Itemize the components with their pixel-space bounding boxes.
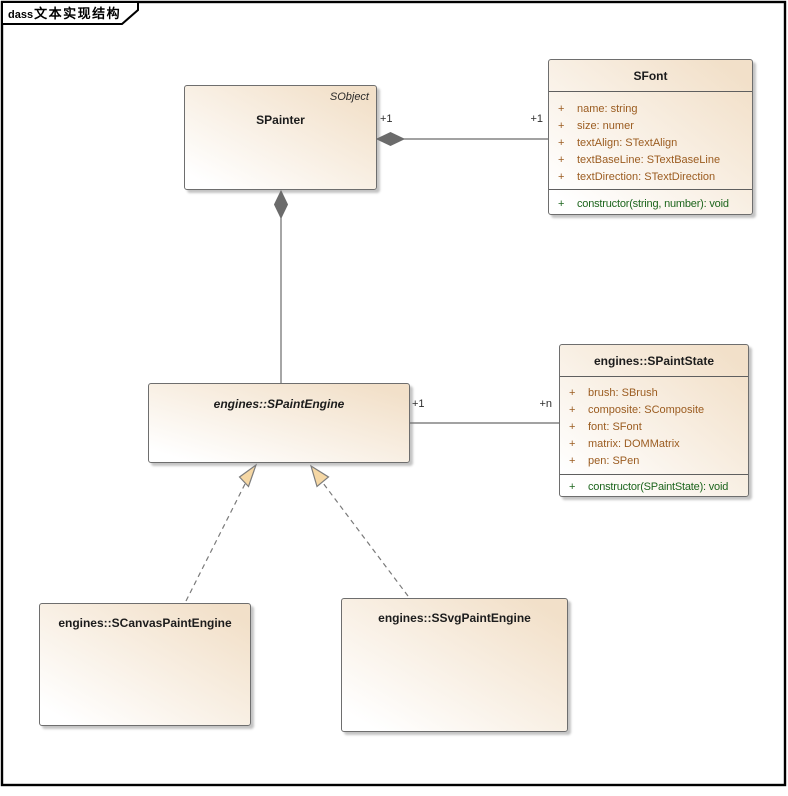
- attribute-text: name: string: [577, 102, 638, 115]
- attribute-row: + name: string: [549, 100, 752, 117]
- operation-text: constructor(SPaintState): void: [588, 480, 729, 493]
- class-name: engines::SPaintState: [593, 353, 715, 368]
- attribute-text: textDirection: STextDirection: [577, 170, 716, 183]
- attribute-text: matrix: DOMMatrix: [588, 437, 680, 450]
- visibility: +: [558, 170, 565, 183]
- realization-svg-engine-line: [322, 482, 409, 597]
- visibility: +: [569, 480, 576, 493]
- parent-class-annotation: SObject: [329, 91, 369, 103]
- generalization-triangle-icon: [309, 464, 330, 488]
- multiplicity-label: +n: [539, 398, 552, 410]
- attribute-row: + textDirection: STextDirection: [549, 168, 752, 185]
- frame-title-text: 文本实现结构: [34, 6, 122, 21]
- visibility: +: [569, 403, 576, 416]
- attribute-text: textAlign: STextAlign: [577, 136, 678, 149]
- frame-keyword: dass: [8, 9, 34, 21]
- attribute-row: + textAlign: STextAlign: [549, 134, 752, 151]
- class-box-spaintstate[interactable]: engines::SPaintState + brush: SBrush + c…: [559, 344, 749, 497]
- class-box-spainter[interactable]: SObject SPainter: [184, 85, 377, 190]
- class-name: engines::SPaintEngine: [213, 397, 345, 411]
- visibility: +: [558, 102, 565, 115]
- attribute-text: composite: SComposite: [588, 403, 705, 416]
- aggregation-diamond-icon: [273, 189, 289, 220]
- operations-compartment: + constructor(string, number): void: [549, 189, 752, 214]
- visibility: +: [569, 420, 576, 433]
- visibility: +: [569, 437, 576, 450]
- attribute-row: + textBaseLine: STextBaseLine: [549, 151, 752, 168]
- multiplicity-label: +1: [380, 113, 393, 125]
- visibility: +: [569, 454, 576, 467]
- visibility: +: [558, 153, 565, 166]
- operation-row: + constructor(SPaintState): void: [560, 478, 748, 495]
- class-name: engines::SCanvasPaintEngine: [58, 616, 232, 630]
- class-box-ssvgpaintengine[interactable]: engines::SSvgPaintEngine: [341, 598, 568, 732]
- attribute-row: + brush: SBrush: [560, 384, 748, 401]
- class-name: SPainter: [256, 113, 305, 127]
- attribute-text: size: numer: [577, 119, 634, 132]
- attributes-compartment: + name: string + size: numer + textAlign…: [549, 91, 752, 189]
- generalization-triangle-icon: [238, 463, 258, 488]
- attribute-row: + composite: SComposite: [560, 401, 748, 418]
- operation-row: + constructor(string, number): void: [549, 195, 752, 212]
- aggregation-diamond-icon: [375, 131, 406, 147]
- attribute-row: + size: numer: [549, 117, 752, 134]
- operation-text: constructor(string, number): void: [577, 197, 729, 210]
- diagram-frame-title: dass文本实现结构: [8, 3, 121, 23]
- class-box-scanvaspaintengine[interactable]: engines::SCanvasPaintEngine: [39, 603, 251, 726]
- attribute-text: brush: SBrush: [588, 386, 658, 399]
- attributes-compartment: + brush: SBrush + composite: SComposite …: [560, 376, 748, 474]
- attribute-text: font: SFont: [588, 420, 642, 433]
- realization-canvas-engine-line: [185, 481, 247, 602]
- class-box-sfont[interactable]: SFont + name: string + size: numer + tex…: [548, 59, 753, 215]
- attribute-row: + pen: SPen: [560, 452, 748, 469]
- visibility: +: [558, 197, 565, 210]
- multiplicity-label: +1: [530, 113, 543, 125]
- class-box-spaintengine[interactable]: engines::SPaintEngine: [148, 383, 410, 463]
- multiplicity-label: +1: [412, 398, 425, 410]
- attribute-row: + font: SFont: [560, 418, 748, 435]
- attribute-row: + matrix: DOMMatrix: [560, 435, 748, 452]
- class-name: engines::SSvgPaintEngine: [378, 611, 531, 625]
- operations-compartment: + constructor(SPaintState): void: [560, 474, 748, 496]
- visibility: +: [558, 136, 565, 149]
- visibility: +: [569, 386, 576, 399]
- class-name: SFont: [633, 68, 668, 83]
- visibility: +: [558, 119, 565, 132]
- attribute-text: textBaseLine: STextBaseLine: [577, 153, 721, 166]
- attribute-text: pen: SPen: [588, 454, 640, 467]
